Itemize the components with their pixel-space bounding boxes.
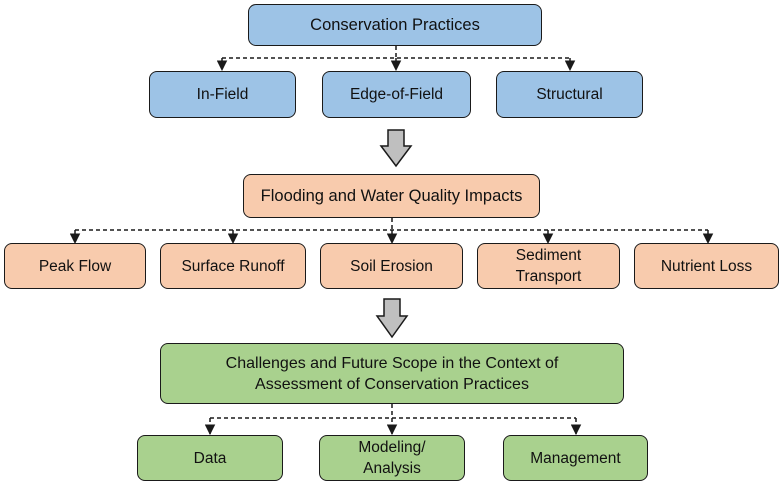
block-arrow-1 [379,129,413,168]
node-label-line-2: Assessment of Conservation Practices [255,375,529,393]
node-management: Management [503,435,648,481]
node-label: Conservation Practices [310,15,480,34]
tier3-connectors [204,404,582,436]
node-label: Peak Flow [38,257,112,275]
node-label: Data [193,449,227,467]
node-label-line-1: Challenges and Future Scope in the Conte… [225,354,559,372]
node-label: Surface Runoff [181,257,285,275]
tier1-connectors [216,46,576,72]
node-peak-flow: Peak Flow [4,243,146,289]
node-in-field: In-Field [149,71,296,118]
node-label: Edge-of-Field [349,86,444,103]
node-sediment-transport: Sediment Transport [477,243,620,289]
node-label: Soil Erosion [350,257,433,275]
node-conservation-practices: Conservation Practices [248,4,542,46]
node-label: Sediment Transport [515,247,582,285]
node-soil-erosion: Soil Erosion [320,243,463,289]
node-edge-of-field: Edge-of-Field [322,71,471,118]
node-label: Flooding and Water Quality Impacts [260,186,523,205]
block-arrow-2 [375,298,409,339]
node-label: In-Field [196,86,249,103]
node-challenges-future-scope: Challenges and Future Scope in the Conte… [160,343,624,404]
node-nutrient-loss: Nutrient Loss [634,243,779,289]
node-label: Modeling/ Analysis [358,439,426,477]
node-modeling-analysis: Modeling/ Analysis [319,435,465,481]
node-data: Data [137,435,283,481]
node-label: Structural [536,86,603,103]
node-surface-runoff: Surface Runoff [160,243,306,289]
node-label: Management [530,449,621,467]
node-flooding-water-quality: Flooding and Water Quality Impacts [243,174,540,218]
tier2-connectors [69,218,714,245]
node-structural: Structural [496,71,643,118]
node-label: Nutrient Loss [660,257,753,275]
